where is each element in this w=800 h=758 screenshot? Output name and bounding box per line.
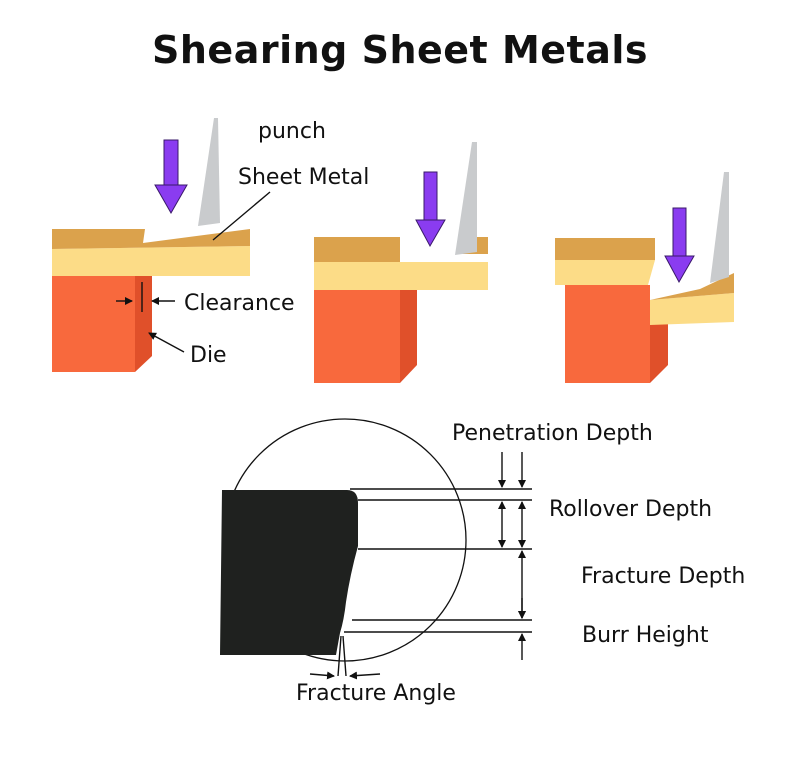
- sheet-1-top: [52, 229, 250, 249]
- sheet-3-left-bottom: [555, 260, 655, 285]
- penetration-depth-label: Penetration Depth: [452, 421, 653, 446]
- stage-1: [52, 118, 250, 372]
- cross-section-detail: [220, 418, 467, 662]
- stage-3: [555, 172, 734, 383]
- punch-1: [198, 118, 220, 226]
- punch-2: [455, 142, 477, 255]
- die-2-edge: [400, 290, 417, 383]
- stage-2: [314, 142, 488, 383]
- sheet-3-left-top: [555, 238, 655, 260]
- fracture-angle-label: Fracture Angle: [296, 681, 456, 706]
- fracture-angle-arrow-left: [309, 671, 335, 680]
- burr-height-label: Burr Height: [582, 623, 709, 648]
- die-2: [314, 290, 400, 383]
- sheet-3-slug-top: [650, 273, 734, 300]
- punch-3: [710, 172, 729, 283]
- sheet-1-bottom: [52, 246, 250, 276]
- clearance-label: Clearance: [184, 291, 295, 316]
- sheet-3-slug-bottom: [650, 293, 734, 325]
- die-label: Die: [190, 343, 227, 368]
- sheared-edge-section: [220, 490, 358, 655]
- fracture-angle-line-2: [342, 635, 347, 677]
- fracture-angle-line-1: [337, 635, 342, 677]
- punch-label: punch: [258, 119, 326, 144]
- sheet-2-top: [314, 237, 400, 262]
- sheet-metal-label: Sheet Metal: [238, 165, 369, 190]
- fracture-depth-label: Fracture Depth: [581, 564, 745, 589]
- sheet-metal-leader: [212, 191, 271, 241]
- sheet-2-bottom: [314, 262, 488, 290]
- arrow-1: [154, 139, 188, 215]
- arrow-3: [664, 207, 695, 284]
- die-1: [52, 276, 135, 372]
- die-1-edge: [135, 276, 152, 372]
- die-3: [565, 285, 650, 383]
- die-leader: [148, 332, 185, 353]
- page-title: Shearing Sheet Metals: [152, 28, 648, 72]
- arrow-2: [415, 171, 446, 248]
- fracture-angle-arrow-right: [349, 671, 381, 680]
- rollover-depth-label: Rollover Depth: [549, 497, 712, 522]
